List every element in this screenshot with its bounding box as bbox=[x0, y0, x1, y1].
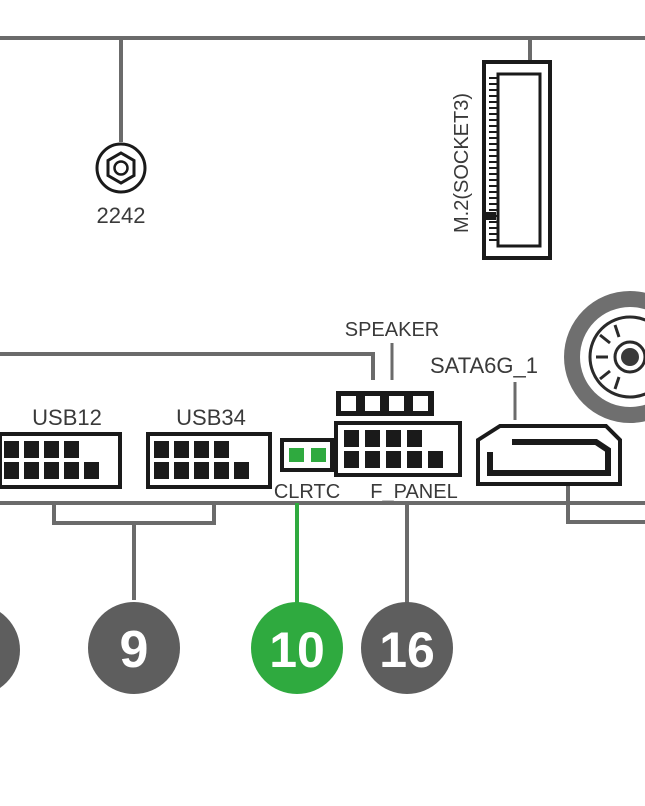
usb12-header-pins bbox=[4, 441, 99, 479]
header-pin bbox=[174, 441, 189, 458]
usb-bracket bbox=[52, 503, 216, 600]
m2-socket3 bbox=[482, 60, 552, 260]
header-pin bbox=[214, 441, 229, 458]
standoff-label: 2242 bbox=[97, 203, 146, 228]
header-pin bbox=[24, 441, 39, 458]
speaker-header-pins bbox=[341, 396, 428, 411]
usb-top-leader bbox=[0, 352, 375, 380]
f-panel-header-pins bbox=[344, 430, 443, 468]
header-pin bbox=[413, 396, 428, 411]
m2-standoff-2242 bbox=[95, 142, 147, 194]
header-pin bbox=[407, 430, 422, 447]
usb12-label: USB12 bbox=[32, 405, 102, 430]
header-pin bbox=[174, 462, 189, 479]
header-pin bbox=[44, 462, 59, 479]
header-pin bbox=[64, 441, 79, 458]
usb34-header bbox=[146, 432, 272, 489]
clrtc-jumper bbox=[280, 438, 334, 472]
usb34-label: USB34 bbox=[176, 405, 246, 430]
callout-10-number: 10 bbox=[269, 622, 325, 678]
header-pin bbox=[386, 451, 401, 468]
header-pin bbox=[365, 430, 380, 447]
f-panel-label: F_PANEL bbox=[370, 481, 457, 503]
header-pin bbox=[214, 462, 229, 479]
clrtc-label: CLRTC bbox=[274, 481, 340, 503]
header-pin bbox=[341, 396, 356, 411]
header-pin bbox=[194, 441, 209, 458]
callout-10: 10 bbox=[251, 602, 343, 694]
usb12-header bbox=[0, 432, 122, 489]
header-pin bbox=[194, 462, 209, 479]
header-pin bbox=[344, 430, 359, 447]
header-pin bbox=[44, 441, 59, 458]
header-pin bbox=[24, 462, 39, 479]
f-panel-header bbox=[334, 421, 462, 477]
top-leader-lines bbox=[0, 36, 645, 142]
header-pin bbox=[234, 462, 249, 479]
header-pin bbox=[64, 462, 79, 479]
header-pin bbox=[84, 462, 99, 479]
header-pin bbox=[4, 462, 19, 479]
header-pin bbox=[4, 441, 19, 458]
header-pin bbox=[407, 451, 422, 468]
header-pin bbox=[386, 430, 401, 447]
speaker-header bbox=[336, 391, 434, 416]
m2-socket-pins bbox=[489, 77, 497, 241]
callout-16: 16 bbox=[361, 602, 453, 694]
usb34-header-pins bbox=[154, 441, 249, 479]
sata-label: SATA6G_1 bbox=[430, 353, 538, 378]
callout-9-number: 9 bbox=[120, 621, 149, 679]
m2-label: M.2(SOCKET3) bbox=[451, 93, 473, 233]
header-pin bbox=[389, 396, 404, 411]
cmos-battery bbox=[564, 291, 645, 423]
header-pin bbox=[428, 451, 443, 468]
header-pin bbox=[365, 396, 380, 411]
callout-9: 9 bbox=[88, 602, 180, 694]
sata-bottom-leader bbox=[566, 486, 645, 524]
callout-16-number: 16 bbox=[379, 622, 435, 678]
speaker-label: SPEAKER bbox=[345, 319, 439, 341]
sata6g-1-connector bbox=[476, 424, 622, 486]
header-pin bbox=[154, 462, 169, 479]
header-pin bbox=[344, 451, 359, 468]
callout-4: 4 bbox=[0, 612, 20, 688]
header-pin bbox=[154, 441, 169, 458]
header-pin bbox=[365, 451, 380, 468]
